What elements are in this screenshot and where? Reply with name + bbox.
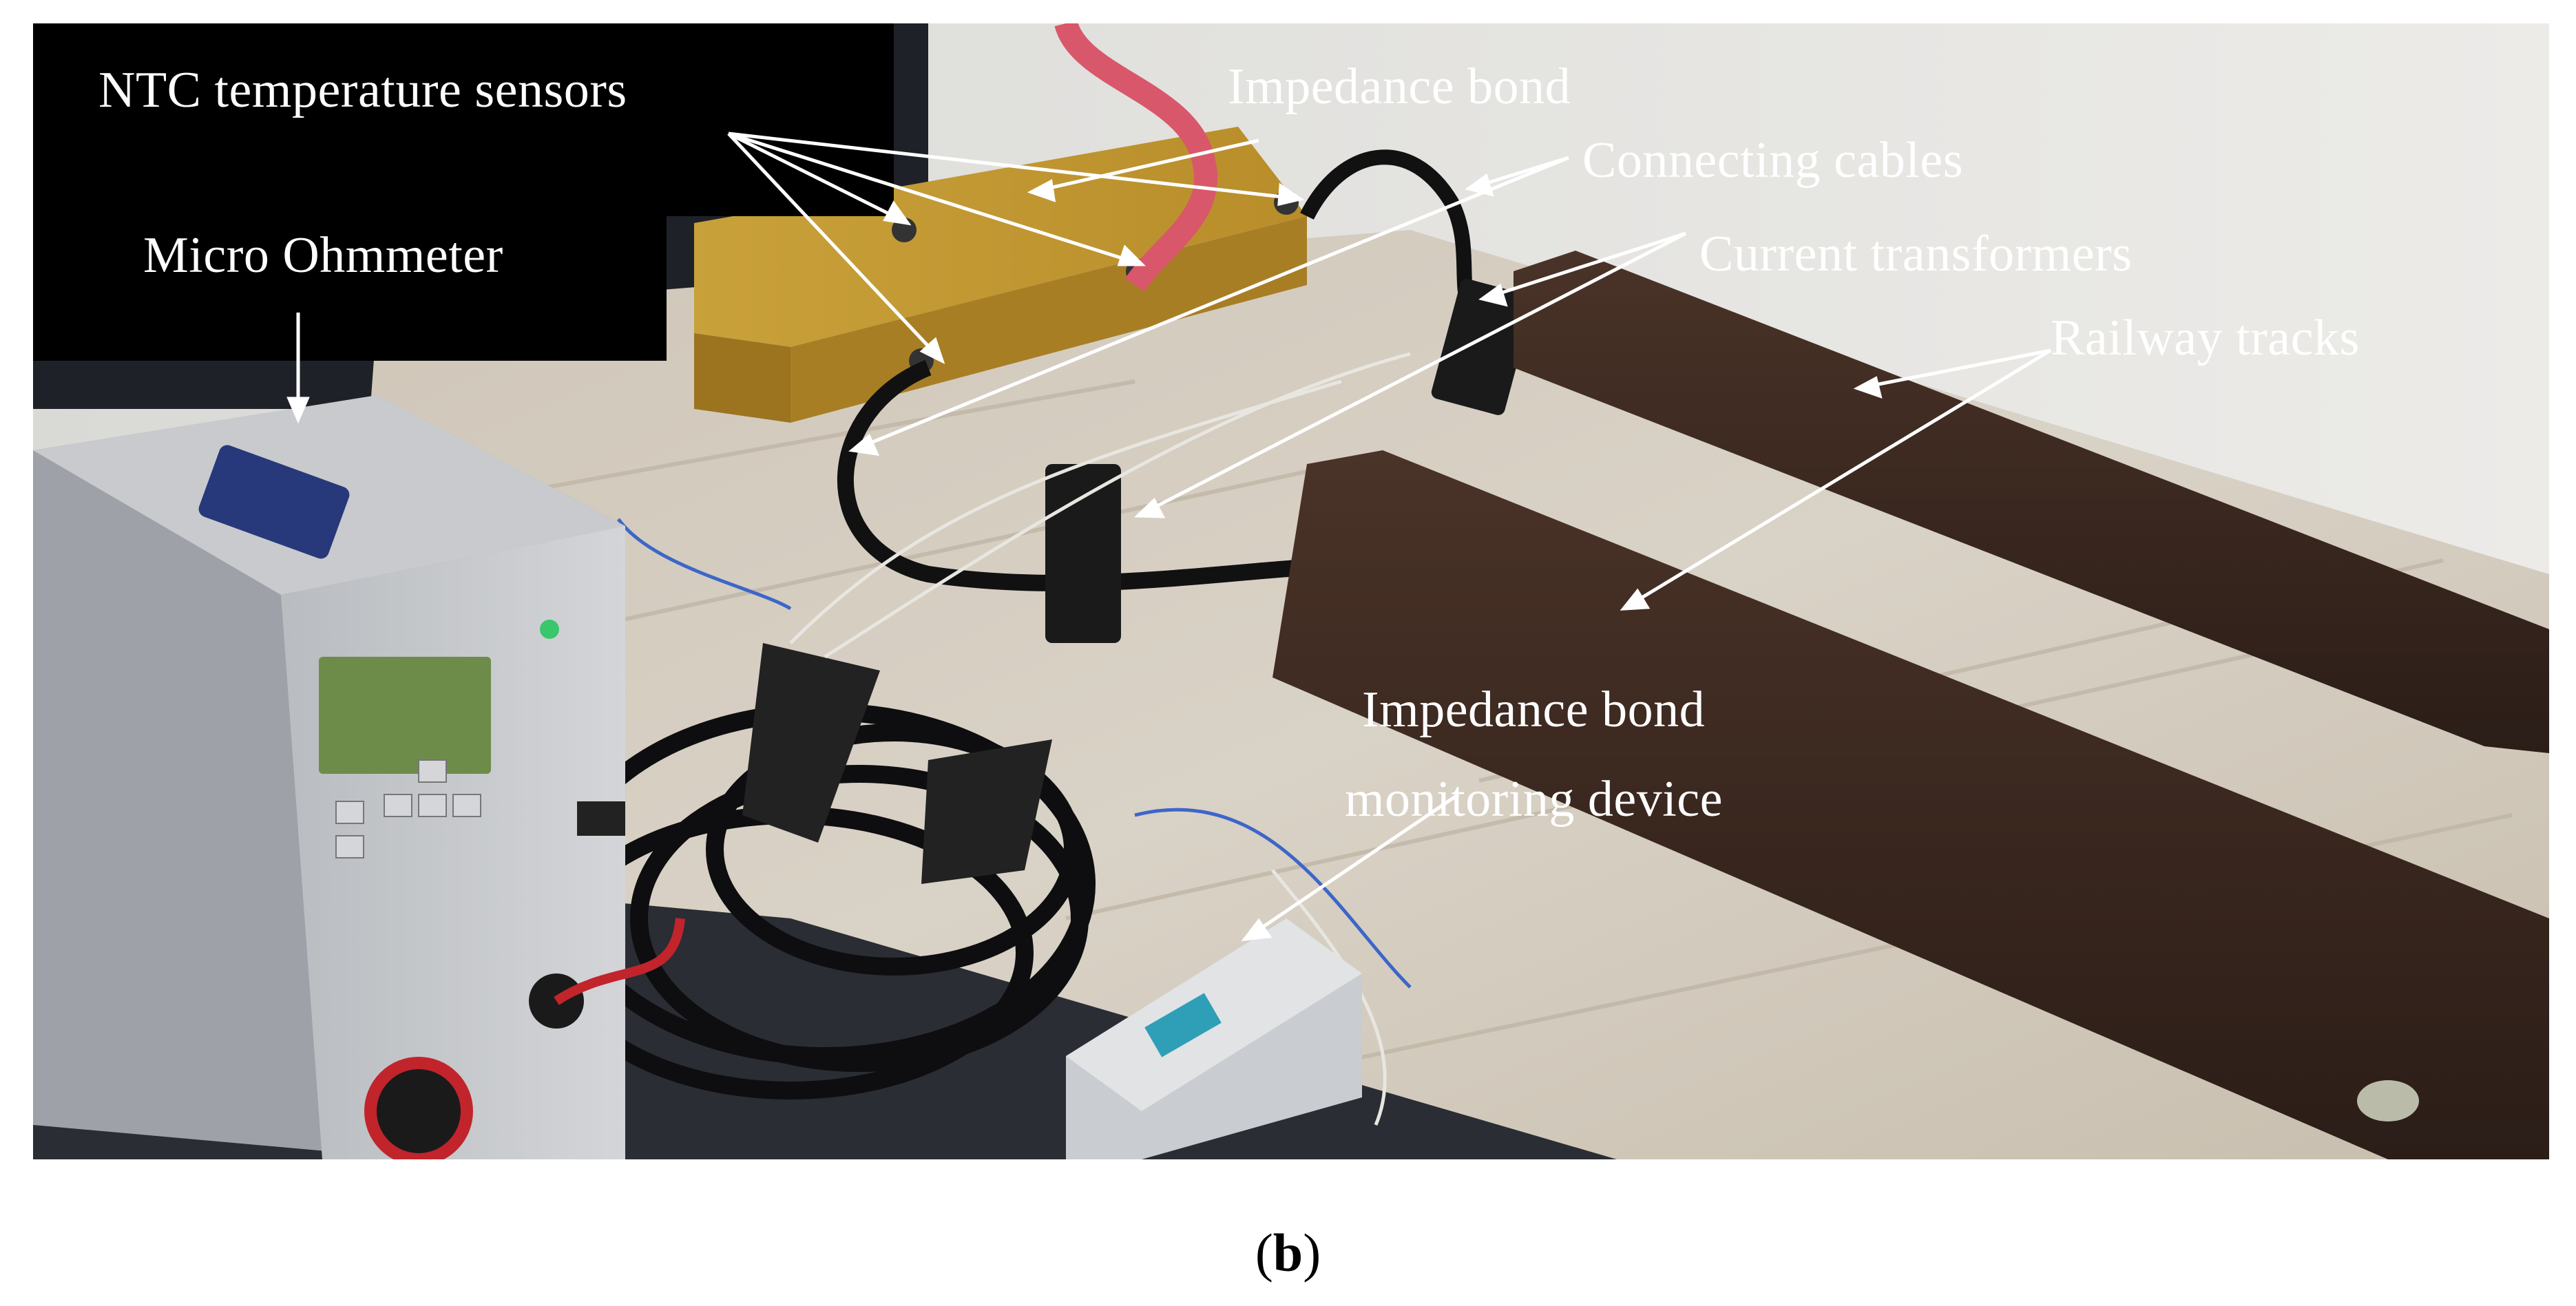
rail-bolt-hole [2357,1080,2419,1121]
figure-caption: (b) [0,1222,2576,1284]
lab-setup-photo: NTC temperature sensors Micro Ohmmeter I… [33,23,2549,1159]
current-transformer-1 [1045,464,1121,643]
label-railway-tracks: Railway tracks [2051,310,2360,366]
red-cable [1054,23,1218,292]
label-panel-top [33,23,894,216]
caption-letter: b [1273,1223,1303,1283]
railway-track-front [1273,450,2549,1159]
black-cable-left [837,359,1308,591]
ohmmeter-handle [198,445,350,559]
monitoring-device [1066,918,1362,1159]
ohmmeter-lcd [319,657,491,774]
label-current-transformers: Current transformers [1699,226,2133,282]
label-ntc-temperature-sensors: NTC temperature sensors [98,62,627,118]
label-monitoring-device-line2: monitoring device [1345,771,1723,828]
railway-track-back [1514,251,2549,753]
caption-close-paren: ) [1303,1223,1321,1283]
annotation-arrows [286,131,2052,942]
clamp-2 [921,739,1052,884]
clamp-1 [742,643,880,843]
caption-open-paren: ( [1255,1223,1273,1283]
red-meter-cable [554,918,685,1005]
label-impedance-bond: Impedance bond [1228,59,1571,115]
micro-ohmmeter-device [33,395,625,1159]
blue-wires [616,518,1412,989]
current-transformer-2 [1431,279,1534,415]
label-connecting-cables: Connecting cables [1582,132,1964,189]
thin-wires [789,352,1411,1126]
photo-illustration [33,23,2549,1159]
label-micro-ohmmeter: Micro Ohmmeter [143,227,503,284]
label-monitoring-device-line1: Impedance bond [1362,682,1706,738]
